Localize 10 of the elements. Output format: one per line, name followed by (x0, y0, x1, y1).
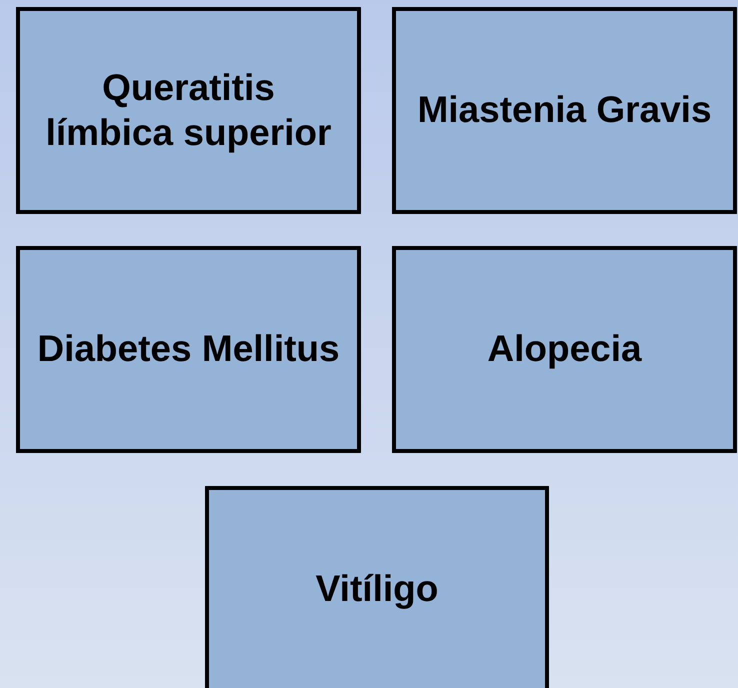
condition-box (205, 486, 549, 688)
condition-box (16, 7, 361, 214)
condition-label: Diabetes Mellitus (36, 327, 341, 372)
condition-box (392, 246, 737, 453)
condition-box (16, 246, 361, 453)
condition-label: Queratitis límbica superior (44, 66, 332, 155)
condition-label: Miastenia Gravis (416, 88, 713, 132)
condition-box (392, 7, 737, 214)
condition-label: Vitíligo (314, 566, 440, 611)
condition-label: Alopecia (486, 327, 643, 372)
